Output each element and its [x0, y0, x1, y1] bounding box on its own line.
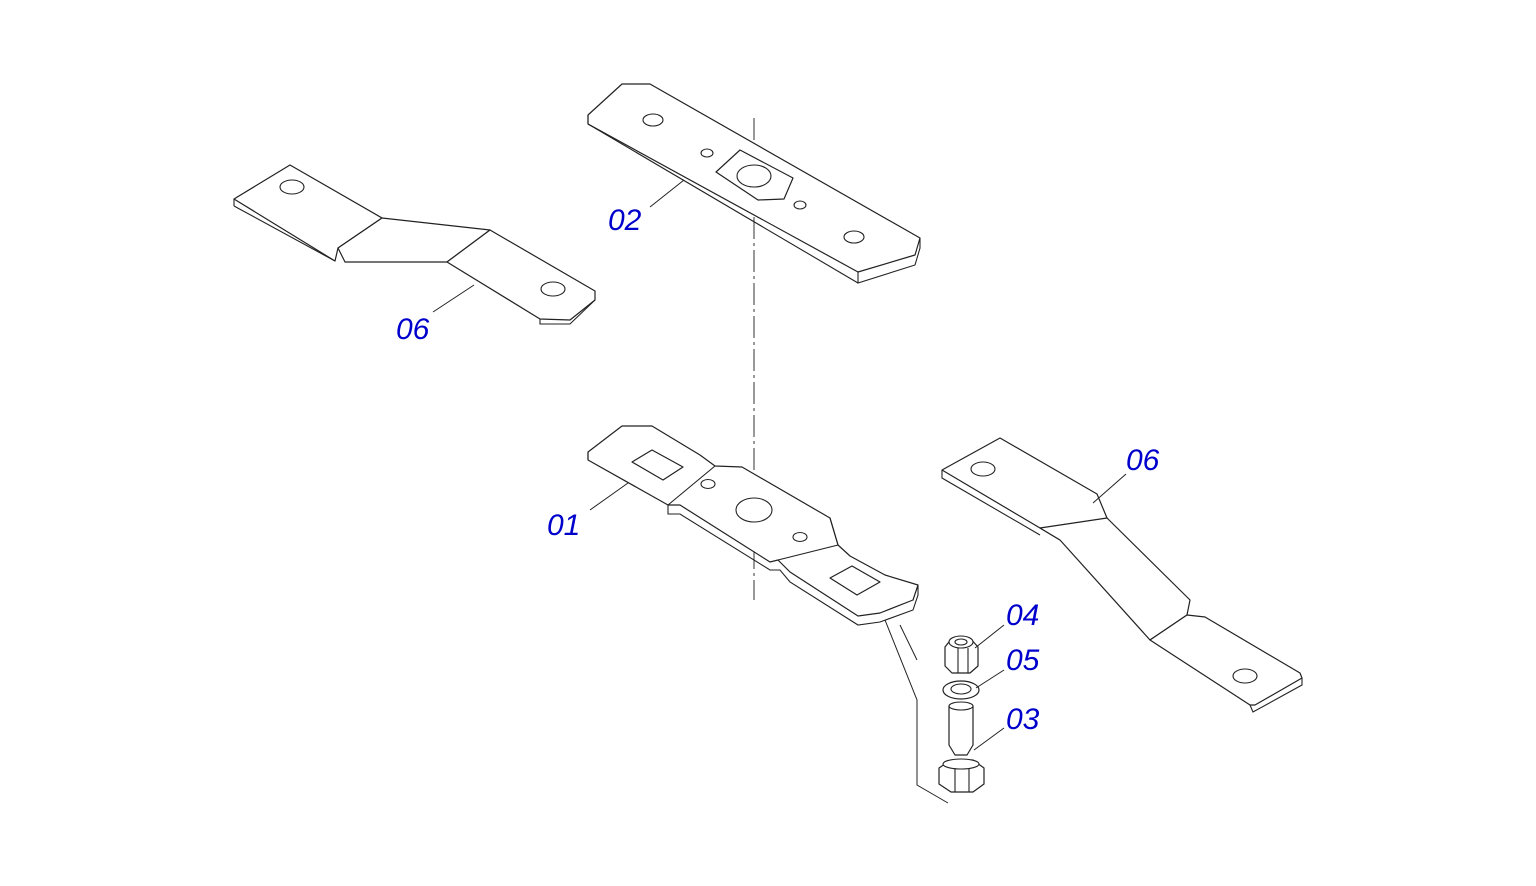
square-hole — [829, 565, 881, 596]
square-hole — [631, 449, 684, 481]
plate-hole — [700, 148, 714, 158]
part-05-washer — [942, 680, 980, 700]
blade-hole — [1232, 668, 1258, 684]
leader-03 — [973, 727, 1005, 751]
plate-hole — [792, 531, 808, 543]
part-04-nut — [944, 635, 979, 674]
callout-06-right: 06 — [1126, 444, 1160, 477]
assembly-guide-line — [899, 624, 918, 661]
callout-01: 01 — [547, 509, 580, 542]
plate-hole — [843, 230, 865, 244]
plate-hole — [793, 200, 807, 210]
leader-06-right — [1092, 473, 1127, 504]
callout-06-left: 06 — [396, 313, 430, 346]
plate-hole — [642, 113, 664, 127]
leader-05 — [975, 669, 1005, 689]
part-01-bent-plate — [587, 425, 919, 626]
blade-hole — [970, 461, 996, 477]
leader-01 — [589, 482, 629, 511]
callout-02: 02 — [608, 204, 642, 237]
part-06-blade-right — [941, 437, 1303, 713]
callout-03: 03 — [1006, 703, 1040, 736]
part-03-bolt — [938, 701, 985, 793]
callout-04: 04 — [1006, 599, 1039, 632]
blade-hole — [279, 179, 305, 195]
part-06-blade-left — [233, 164, 596, 325]
leader-02 — [649, 179, 685, 208]
callout-05: 05 — [1006, 644, 1040, 677]
leader-04 — [974, 624, 1005, 649]
assembly-guide-line — [884, 619, 949, 804]
leader-06-left — [432, 284, 475, 313]
boss-hole — [736, 164, 772, 188]
center-hole — [735, 497, 773, 523]
part-02-plate — [587, 83, 921, 284]
blade-hole — [540, 281, 566, 297]
plate-hole — [700, 478, 716, 490]
